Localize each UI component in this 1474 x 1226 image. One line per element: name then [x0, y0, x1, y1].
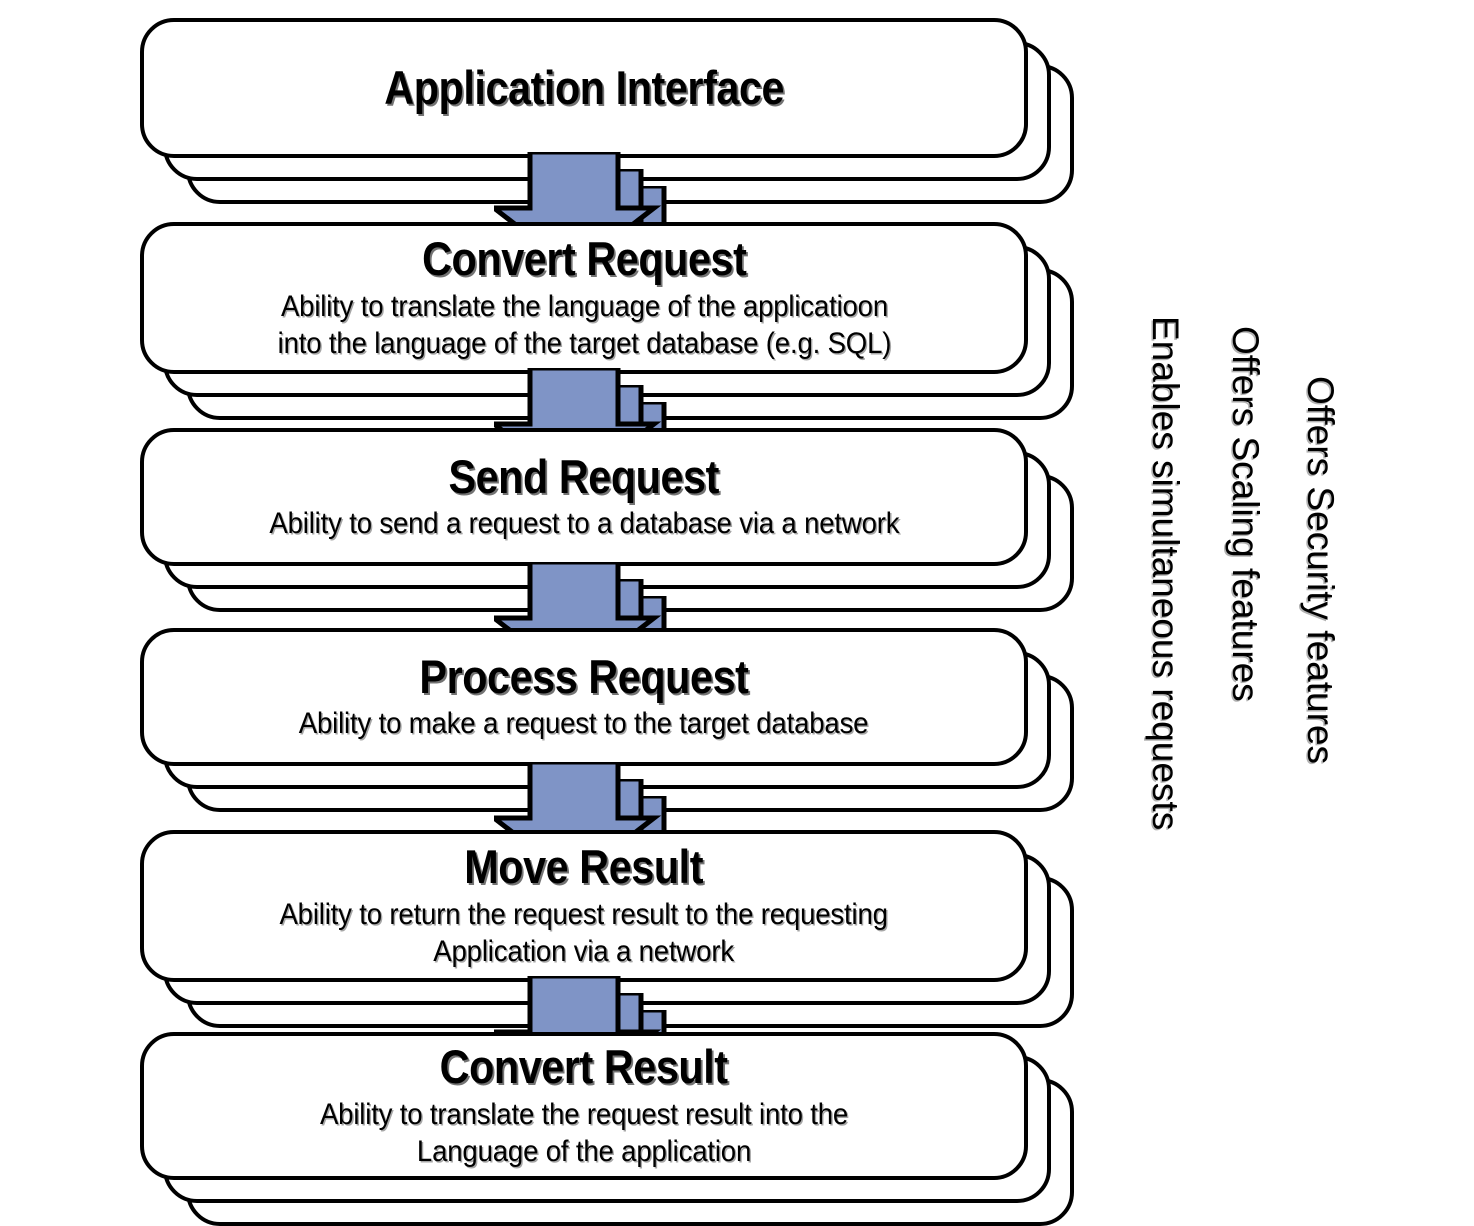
- desc-line: Ability to translate the request result …: [319, 1097, 849, 1131]
- desc-line: Ability to send a request to a database …: [268, 507, 900, 541]
- side-annotation-offers-security-features: Offers Security features: [1300, 376, 1341, 764]
- step-content: Convert Result Ability to translate the …: [140, 1032, 1028, 1180]
- step-description: Ability to return the request result to …: [279, 896, 889, 970]
- side-annotation-offers-scaling-features: Offers Scaling features: [1225, 326, 1266, 702]
- card-front: [140, 830, 1028, 982]
- step-content: Convert Request Ability to translate the…: [140, 222, 1028, 374]
- step-title: Application Interface: [384, 61, 784, 115]
- step-description: Ability to translate the request result …: [320, 1096, 848, 1170]
- process-step-application-interface[interactable]: Application Interface: [140, 18, 1074, 204]
- desc-line: Ability to translate the language of the…: [280, 289, 888, 323]
- desc-line: Ability to return the request result to …: [279, 897, 889, 931]
- step-title: Move Result: [464, 839, 704, 893]
- side-annotation-enables-simultaneous-requests: Enables simultaneous requests: [1145, 316, 1186, 831]
- step-description: Ability to send a request to a database …: [269, 505, 899, 542]
- step-description: Ability to make a request to the target …: [299, 705, 869, 742]
- desc-line: Language of the application: [416, 1134, 752, 1168]
- process-step-send-request[interactable]: Send Request Ability to send a request t…: [140, 428, 1074, 612]
- step-title: Send Request: [448, 449, 720, 503]
- process-step-convert-result[interactable]: Convert Result Ability to translate the …: [140, 1032, 1074, 1226]
- step-title: Process Request: [419, 649, 749, 703]
- step-content: Application Interface: [140, 18, 1028, 158]
- step-description: Ability to translate the language of the…: [277, 288, 891, 362]
- process-step-process-request[interactable]: Process Request Ability to make a reques…: [140, 628, 1074, 812]
- desc-line: Application via a network: [433, 934, 735, 968]
- desc-line: into the language of the target database…: [277, 326, 891, 360]
- card-front: [140, 222, 1028, 374]
- step-content: Move Result Ability to return the reques…: [140, 830, 1028, 982]
- step-content: Send Request Ability to send a request t…: [140, 428, 1028, 566]
- step-content: Process Request Ability to make a reques…: [140, 628, 1028, 766]
- card-stack: [140, 1032, 1074, 1226]
- process-step-convert-request[interactable]: Convert Request Ability to translate the…: [140, 222, 1074, 420]
- step-title: Convert Request: [421, 231, 747, 285]
- desc-line: Ability to make a request to the target …: [299, 707, 869, 741]
- card-front: [140, 1032, 1028, 1180]
- process-step-move-result[interactable]: Move Result Ability to return the reques…: [140, 830, 1074, 1028]
- step-title: Convert Result: [439, 1039, 729, 1093]
- card-front: [140, 628, 1028, 766]
